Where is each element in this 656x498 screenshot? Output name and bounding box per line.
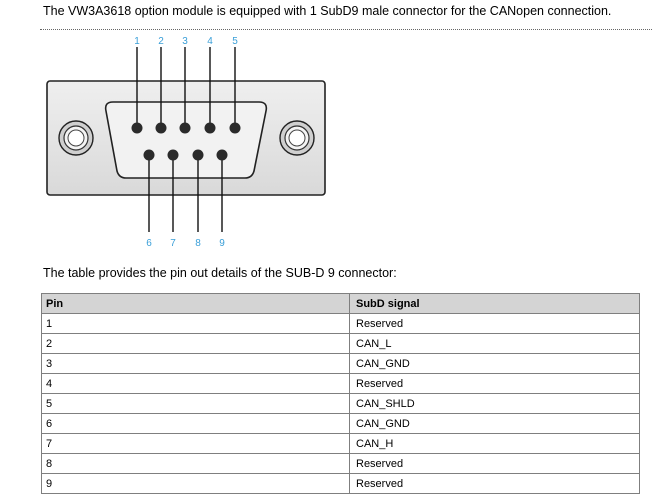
- bottom-pin-leaders: [148, 155, 223, 232]
- table-row: 4 Reserved: [41, 373, 640, 394]
- signal-cell: CAN_L: [349, 333, 640, 354]
- pin-7: [167, 149, 179, 161]
- pin-label-6: 6: [146, 238, 152, 249]
- column-header-signal: SubD signal: [349, 293, 640, 314]
- pin-label-1: 1: [134, 36, 140, 47]
- pin-4: [204, 122, 216, 134]
- d-sub-insert: [104, 101, 268, 179]
- signal-cell: CAN_GND: [349, 413, 640, 434]
- pin-label-8: 8: [195, 238, 201, 249]
- table-row: 8 Reserved: [41, 453, 640, 474]
- signal-cell: CAN_GND: [349, 353, 640, 374]
- pin-label-7: 7: [170, 238, 176, 249]
- right-screw: [279, 120, 315, 156]
- pin-label-5: 5: [232, 36, 238, 47]
- pin-cell: 8: [41, 453, 350, 474]
- bottom-pins: [143, 149, 228, 161]
- pinout-table: Pin SubD signal 1 Reserved 2 CAN_L 3 CAN…: [41, 293, 640, 494]
- table-row: 3 CAN_GND: [41, 353, 640, 374]
- pin-6: [143, 149, 155, 161]
- pin-cell: 1: [41, 313, 350, 334]
- signal-cell: Reserved: [349, 453, 640, 474]
- top-pin-leaders: [136, 47, 236, 128]
- pin-label-9: 9: [219, 238, 225, 249]
- table-row: 6 CAN_GND: [41, 413, 640, 434]
- intro-text: The VW3A3618 option module is equipped w…: [43, 4, 612, 18]
- signal-cell: Reserved: [349, 373, 640, 394]
- pin-cell: 9: [41, 473, 350, 494]
- signal-cell: CAN_H: [349, 433, 640, 454]
- subd9-connector-diagram: 1 2 3 4 5 6 7 8 9: [46, 36, 326, 249]
- table-header-row: Pin SubD signal: [41, 293, 640, 314]
- signal-cell: CAN_SHLD: [349, 393, 640, 414]
- left-screw: [58, 120, 94, 156]
- pin-cell: 7: [41, 433, 350, 454]
- pin-cell: 4: [41, 373, 350, 394]
- pin-label-3: 3: [182, 36, 188, 47]
- table-caption: The table provides the pin out details o…: [43, 266, 397, 280]
- pin-cell: 6: [41, 413, 350, 434]
- column-header-pin: Pin: [41, 293, 350, 314]
- pin-label-4: 4: [207, 36, 213, 47]
- table-row: 7 CAN_H: [41, 433, 640, 454]
- signal-cell: Reserved: [349, 473, 640, 494]
- pin-cell: 2: [41, 333, 350, 354]
- signal-cell: Reserved: [349, 313, 640, 334]
- pin-2: [155, 122, 167, 134]
- table-row: 9 Reserved: [41, 473, 640, 494]
- table-row: 5 CAN_SHLD: [41, 393, 640, 414]
- table-row: 1 Reserved: [41, 313, 640, 334]
- table-row: 2 CAN_L: [41, 333, 640, 354]
- pin-3: [179, 122, 191, 134]
- pin-8: [192, 149, 204, 161]
- pin-9: [216, 149, 228, 161]
- top-pins: [131, 122, 241, 134]
- pin-1: [131, 122, 143, 134]
- pin-cell: 3: [41, 353, 350, 374]
- pin-5: [229, 122, 241, 134]
- pin-cell: 5: [41, 393, 350, 414]
- pin-label-2: 2: [158, 36, 164, 47]
- dotted-divider: [40, 29, 652, 30]
